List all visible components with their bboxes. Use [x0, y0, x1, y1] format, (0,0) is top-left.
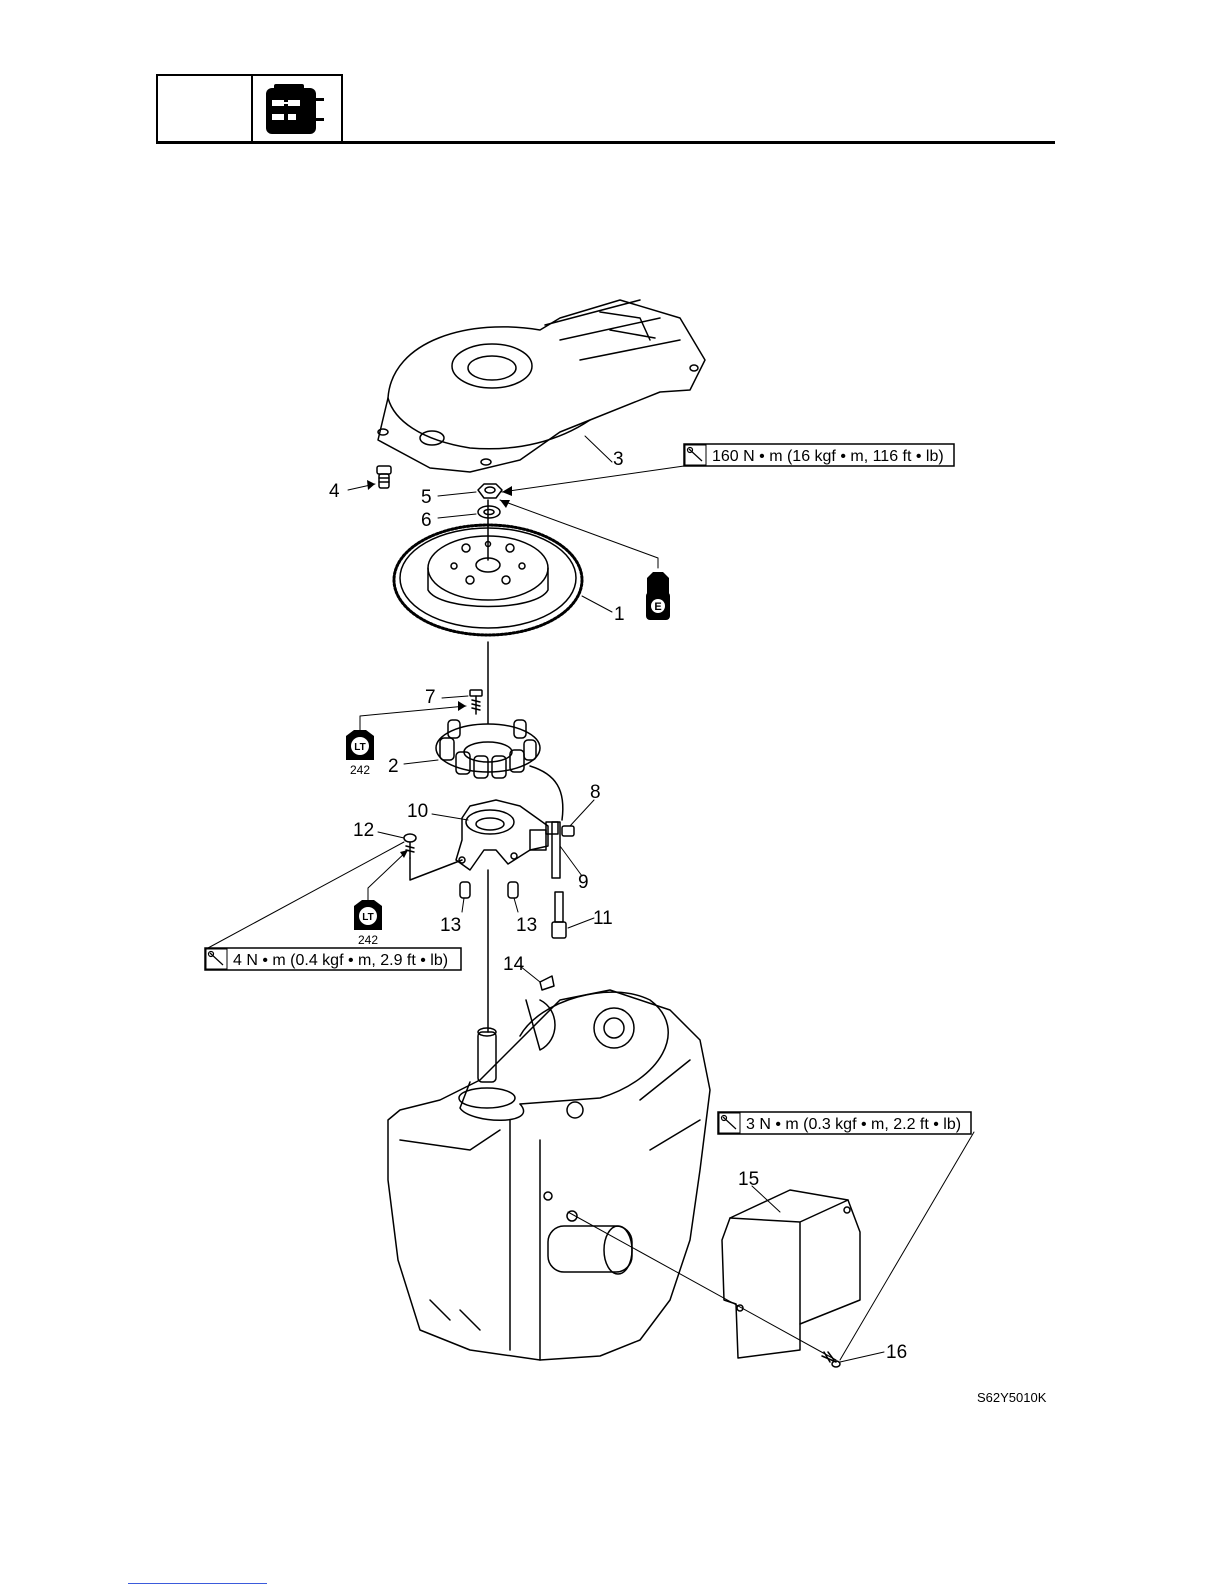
stator-bolt — [470, 690, 482, 714]
dowel-pin — [460, 882, 518, 898]
pulser-coil-base — [456, 800, 560, 878]
torque-spec-cover: 3 N • m (0.3 kgf • m, 2.2 ft • lb) — [718, 1112, 971, 1134]
leader-line — [410, 858, 462, 880]
callout-5: 5 — [421, 487, 432, 508]
svg-text:160 N • m (16 kgf • m, 116 ft: 160 N • m (16 kgf • m, 116 ft • lb) — [712, 448, 944, 465]
coupler — [562, 826, 574, 836]
callout-2: 2 — [388, 756, 399, 777]
svg-text:242: 242 — [350, 763, 370, 777]
svg-text:4 N • m (0.4 kgf • m, 2.9 ft •: 4 N • m (0.4 kgf • m, 2.9 ft • lb) — [233, 952, 448, 969]
callout-3: 3 — [613, 449, 624, 470]
callout-16: 16 — [886, 1342, 907, 1363]
callout-4: 4 — [329, 481, 340, 502]
svg-text:E: E — [654, 601, 661, 613]
torque-spec-stator: 4 N • m (0.4 kgf • m, 2.9 ft • lb) — [205, 948, 461, 970]
flywheel-nut — [478, 484, 502, 498]
svg-text:242: 242 — [358, 933, 378, 947]
washer — [478, 506, 500, 518]
woodruff-key — [540, 976, 554, 990]
loctite-242-icon: LT 242 — [354, 900, 382, 947]
callout-6: 6 — [421, 510, 432, 531]
callout-8: 8 — [590, 782, 601, 803]
svg-text:LT: LT — [354, 742, 365, 753]
callout-9: 9 — [578, 872, 589, 893]
connector — [552, 892, 566, 938]
callout-10: 10 — [407, 801, 428, 822]
loctite-242-icon: LT 242 — [346, 730, 374, 777]
callout-13: 13 — [440, 915, 461, 936]
svg-text:3 N • m (0.3 kgf • m, 2.2 ft •: 3 N • m (0.3 kgf • m, 2.2 ft • lb) — [746, 1116, 961, 1133]
callout-12: 12 — [353, 820, 374, 841]
figure-code: S62Y5010K — [977, 1390, 1047, 1405]
callout-11: 11 — [593, 908, 613, 929]
grommet — [377, 466, 391, 488]
callout-1: 1 — [614, 604, 625, 625]
callout-7: 7 — [425, 687, 436, 708]
engine-block — [388, 990, 710, 1360]
torque-spec-flywheel: 160 N • m (16 kgf • m, 116 ft • lb) — [684, 444, 954, 466]
engine-oil-icon: E — [646, 572, 670, 620]
callout-13: 13 — [516, 915, 537, 936]
callout-15: 15 — [738, 1169, 759, 1190]
flywheel-cover — [378, 300, 705, 472]
engine-side-cover — [722, 1190, 860, 1358]
svg-text:LT: LT — [362, 912, 373, 923]
callout-14: 14 — [503, 954, 525, 975]
